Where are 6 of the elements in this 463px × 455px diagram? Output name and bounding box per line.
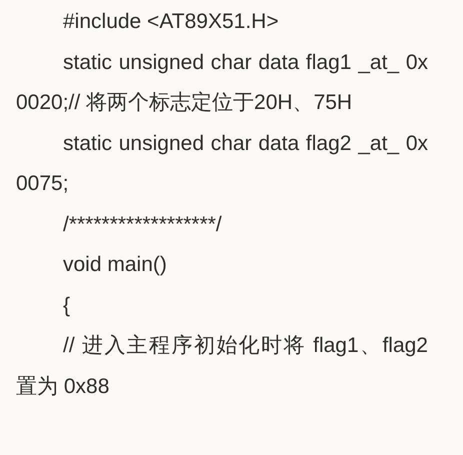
code-line: { xyxy=(62,292,72,318)
code-line: static unsigned char data flag2 _at_ 0x0075; xyxy=(16,130,428,197)
code-line: // 进入主程序初始化时将 flag1、flag2 置为 0x88 xyxy=(16,333,428,400)
code-line: #include <AT89X51.H> xyxy=(62,9,280,35)
code-line: /******************/ xyxy=(62,212,223,238)
code-line: void main() xyxy=(62,252,168,278)
